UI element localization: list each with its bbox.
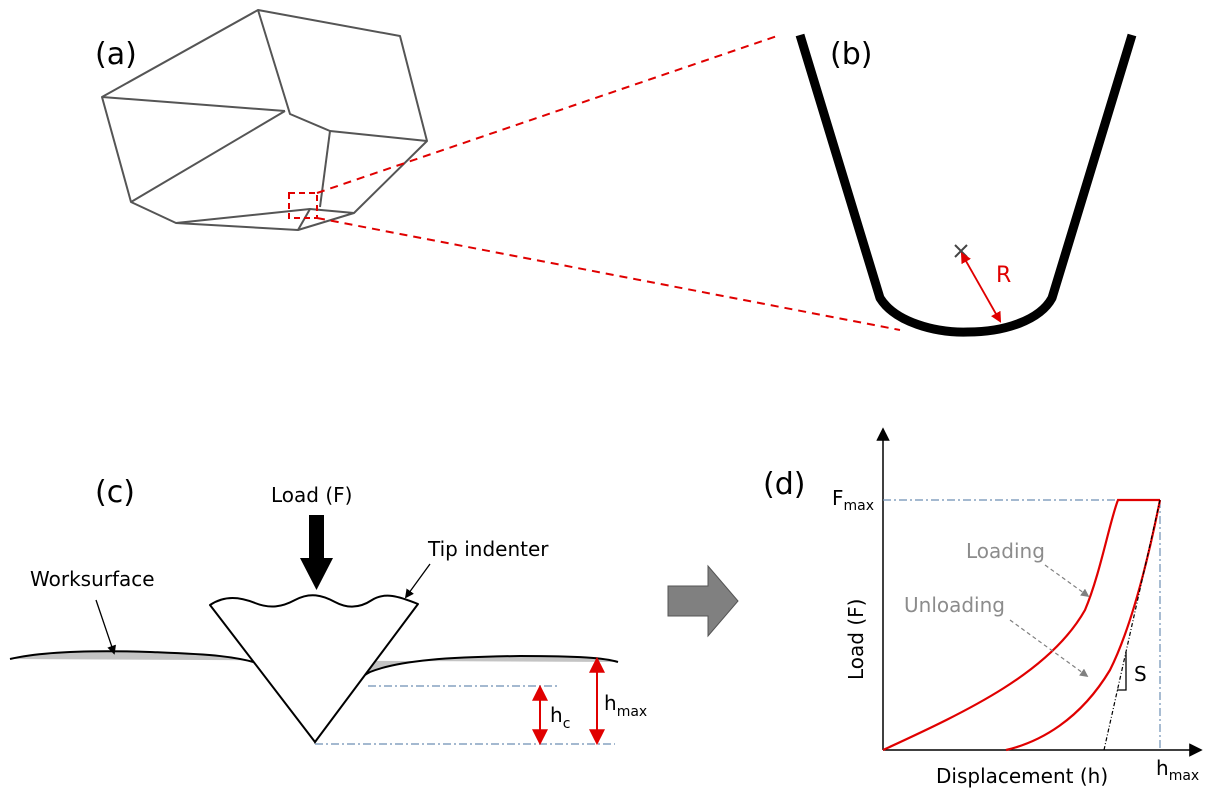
load-label: Load (F) [271, 483, 352, 507]
panel-d: (d) S Loading Unloading Load (F) Displac… [763, 427, 1203, 788]
unloading-curve [1005, 499, 1162, 752]
load-arrow [300, 515, 333, 590]
worksurface-label: Worksurface [30, 567, 155, 591]
tangent-line [1103, 499, 1161, 751]
tip-center-mark [954, 244, 968, 258]
panel-b-label: (b) [830, 37, 872, 72]
radius-label: R [996, 263, 1011, 288]
hmax-label-c: hmax [604, 691, 647, 720]
x-axis-label: Displacement (h) [936, 764, 1108, 788]
tip-indenter-label: Tip indenter [427, 537, 549, 561]
zoom-region-box [288, 192, 318, 219]
hc-label: hc [550, 703, 570, 732]
radius-arrow [960, 252, 1002, 323]
panel-c-label: (c) [95, 475, 135, 510]
panel-b: (b) R [795, 33, 1137, 337]
max-guides [883, 499, 1161, 750]
worksurface-pointer [95, 599, 116, 655]
hmax-label-d: hmax [1156, 756, 1199, 784]
zoom-lines [316, 34, 901, 331]
depth-guides [315, 685, 615, 745]
transition-arrow [667, 564, 739, 638]
panel-a: (a) [95, 9, 428, 231]
tip-profile-curve [795, 33, 1137, 337]
y-axis-label: Load (F) [844, 599, 868, 680]
panel-d-label: (d) [763, 467, 805, 502]
panel-c: (c) Load (F) Tip indenter Worksurface hc… [9, 475, 647, 746]
fmax-label: Fmax [832, 486, 874, 514]
panel-a-label: (a) [95, 37, 137, 72]
indenter-polyhedron [101, 9, 428, 231]
unloading-label: Unloading [904, 593, 1005, 617]
tip-indenter-shape [209, 594, 419, 743]
loading-curve [882, 498, 1160, 751]
unloading-pointer [1009, 619, 1089, 677]
tip-indenter-pointer [404, 563, 431, 599]
slope-triangle [1117, 652, 1127, 691]
loading-label: Loading [966, 539, 1045, 563]
stiffness-label: S [1134, 662, 1147, 686]
loading-pointer [1044, 564, 1090, 597]
